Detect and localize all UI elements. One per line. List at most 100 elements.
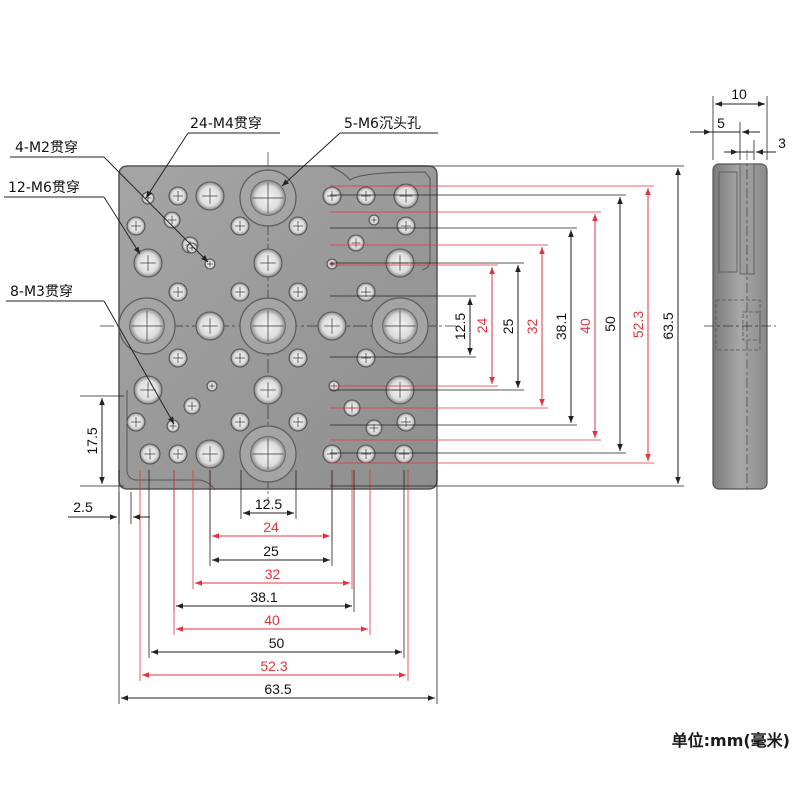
hole [396, 216, 416, 236]
hole [183, 397, 201, 415]
hdim-label: 40 [264, 612, 280, 628]
callout-m6: 12-M6贯穿 [4, 180, 141, 255]
dim-side-mid: 5 [690, 115, 760, 160]
callout-m6c: 5-M6沉头孔 [281, 116, 438, 187]
vdim-label: 32 [524, 319, 540, 335]
hole [368, 214, 380, 226]
hole [230, 216, 250, 236]
horizontal-dimensions: 12.5 24 25 32 38.1 40 50 52.3 63.5 [118, 470, 438, 704]
hdim-6: 50 [148, 470, 405, 658]
hole [168, 282, 188, 302]
hdim-label: 25 [263, 543, 279, 559]
dim-side-total: 10 [712, 86, 768, 160]
hole [133, 375, 163, 405]
hole [168, 186, 188, 206]
hole [394, 444, 414, 464]
hole [239, 425, 297, 483]
hole [322, 186, 342, 206]
hole [206, 380, 218, 392]
vdim-4: 38.1 [330, 227, 577, 426]
hole [322, 444, 342, 464]
hole [356, 186, 376, 206]
vdim-3: 32 [330, 244, 548, 409]
hdim-4: 38.1 [173, 470, 355, 612]
plate-top-view [100, 152, 456, 500]
dim-left-offset: 2.5 [68, 492, 150, 524]
unit-label: 单位:mm(毫米) [672, 731, 790, 750]
hole [141, 191, 155, 205]
hole [230, 412, 250, 432]
dim-side-small-label: 3 [778, 135, 786, 151]
hole [239, 169, 297, 227]
hole [356, 444, 376, 464]
side-slot-top [739, 163, 755, 275]
vdim-label: 63.5 [660, 312, 676, 339]
callout-m4-label: 24-M4贯穿 [190, 116, 262, 132]
vdim-label: 52.3 [630, 311, 646, 338]
corner-notch-top-right [329, 165, 431, 271]
callout-m6c-label: 5-M6沉头孔 [344, 116, 421, 132]
hole [253, 375, 283, 405]
hdim-0: 12.5 [240, 470, 297, 519]
dim-side-total-label: 10 [731, 86, 747, 102]
vdim-label: 25 [500, 319, 516, 335]
hole [195, 181, 225, 211]
vdim-label: 12.5 [452, 313, 468, 340]
callout-m3: 8-M3贯穿 [6, 284, 175, 425]
hole [356, 348, 376, 368]
callout-m6-label: 12-M6贯穿 [8, 180, 80, 196]
dim-left-offset-label: 2.5 [73, 499, 93, 515]
hdim-7: 52.3 [139, 470, 409, 681]
vdim-label: 38.1 [553, 313, 569, 340]
plate-side-view [704, 150, 776, 490]
hdim-label: 32 [265, 566, 281, 582]
dim-left-height-label: 17.5 [84, 427, 100, 454]
hole [239, 297, 297, 355]
hdim-3: 32 [192, 470, 353, 589]
hole [168, 348, 188, 368]
hole [317, 311, 347, 341]
dim-side-small: 3 [724, 135, 786, 160]
hole [288, 412, 308, 432]
hdim-label: 24 [263, 519, 279, 535]
hole [230, 282, 250, 302]
hole [163, 211, 181, 229]
vdim-7: 52.3 [330, 185, 654, 464]
hdim-5: 40 [173, 470, 371, 635]
side-pocket-top [718, 171, 738, 273]
callout-m2: 4-M2贯穿 [10, 140, 209, 263]
hole [288, 282, 308, 302]
hole [326, 258, 338, 270]
hole [365, 419, 383, 437]
hole [230, 348, 250, 368]
hole [253, 248, 283, 278]
hole [396, 412, 416, 432]
hole [347, 234, 365, 252]
hdim-label: 12.5 [255, 496, 282, 512]
hole [288, 348, 308, 368]
hdim-label: 50 [269, 635, 285, 651]
hole [186, 242, 198, 254]
dim-side-mid-label: 5 [717, 115, 725, 131]
vdim-6: 50 [330, 194, 626, 454]
hole [195, 439, 225, 469]
hdim-label: 63.5 [264, 681, 291, 697]
hole [139, 443, 161, 465]
callout-m2-label: 4-M2贯穿 [15, 140, 78, 156]
hole [288, 216, 308, 236]
callout-m3-label: 8-M3贯穿 [10, 284, 73, 300]
hole [168, 444, 188, 464]
vdim-label: 24 [474, 318, 490, 334]
corner-notch-bottom-left [126, 390, 216, 491]
hole [371, 297, 429, 355]
hdim-label: 38.1 [250, 589, 277, 605]
vdim-0: 12.5 [330, 295, 476, 358]
vdim-label: 50 [602, 316, 618, 332]
hole [126, 412, 146, 432]
hdim-label: 52.3 [260, 658, 287, 674]
callout-m4: 24-M4贯穿 [145, 116, 280, 199]
hole [126, 216, 146, 236]
hole [133, 248, 163, 278]
vdim-2: 25 [330, 262, 524, 391]
